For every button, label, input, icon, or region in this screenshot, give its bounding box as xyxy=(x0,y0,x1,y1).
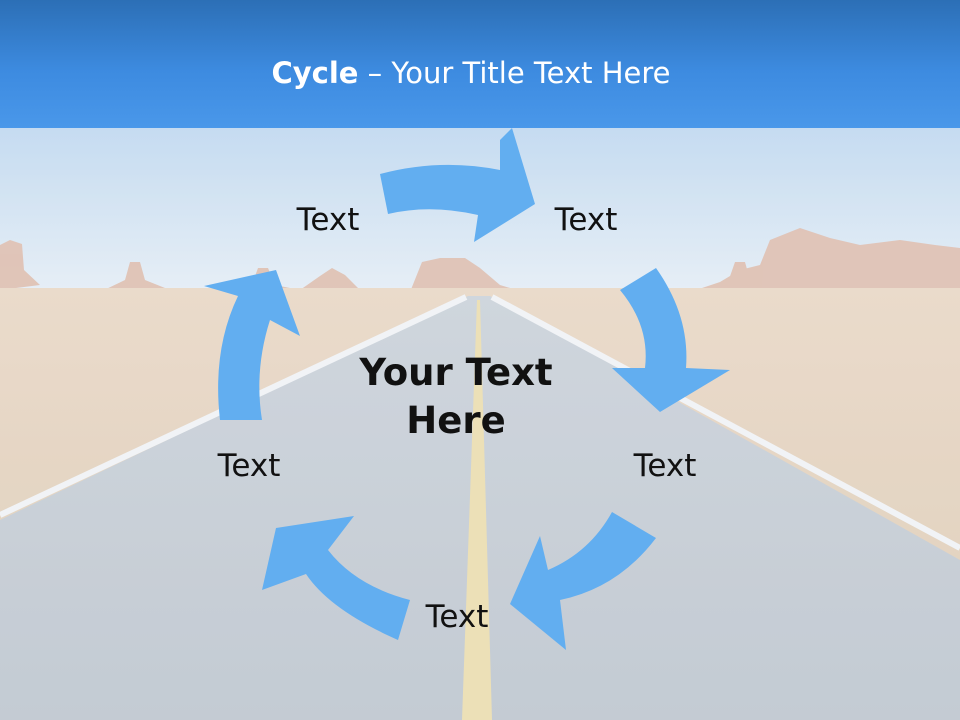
slide-title: Cycle – Your Title Text Here xyxy=(0,56,942,90)
center-text-line1: Your Text xyxy=(359,350,553,394)
step-label-1: Text xyxy=(296,202,360,238)
cycle-arrow-3 xyxy=(510,512,656,650)
step-label-2: Text xyxy=(554,202,618,238)
cycle-arrow-1 xyxy=(380,128,535,242)
center-text: Your Text Here xyxy=(326,349,586,445)
cycle-arrow-4 xyxy=(262,516,410,640)
step-label-3: Text xyxy=(633,448,697,484)
cycle-arrow-2 xyxy=(612,268,730,412)
step-label-5: Text xyxy=(217,448,281,484)
title-rest: – Your Title Text Here xyxy=(358,56,671,90)
step-label-4: Text xyxy=(425,599,489,635)
cycle-arrow-5 xyxy=(204,270,300,420)
center-text-line2: Here xyxy=(406,399,506,442)
title-bold: Cycle xyxy=(271,56,359,90)
